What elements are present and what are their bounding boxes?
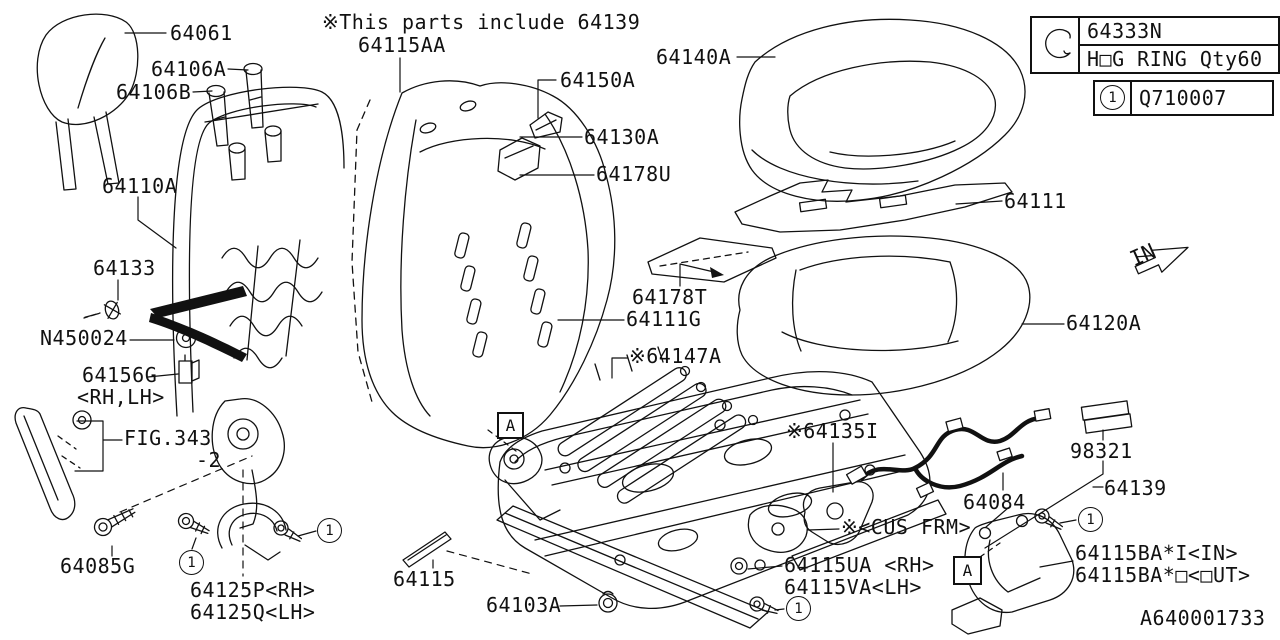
fastener-part-no: Q710007: [1139, 86, 1227, 110]
hog-ring-icon: [1045, 28, 1071, 59]
part-label-64178t: 64178T: [632, 285, 708, 309]
sheet-64178t-drawing: [647, 237, 777, 283]
leader-lines: [74, 32, 1104, 611]
part-label-64115ba-in: 64115BA*I<IN>: [1075, 541, 1239, 565]
hog-ring-icon-cell: [1032, 18, 1080, 72]
section-a-marker: A: [953, 556, 982, 585]
part-label-64085g: 64085G: [60, 554, 136, 578]
part-label-n450024: N450024: [40, 326, 128, 350]
connector-98321-drawing: [1080, 400, 1133, 434]
part-label-64125p: 64125P<RH>: [190, 578, 316, 602]
part-label-64120a: 64120A: [1066, 311, 1142, 335]
fastener-legend: Q710007: [1093, 80, 1274, 116]
fasteners-drawing: [83, 300, 1064, 615]
part-label-64106a: 64106A: [151, 57, 227, 81]
headrest-drawing: [36, 13, 139, 191]
bracket-64125-drawing: [177, 502, 303, 561]
part-label-98321: 98321: [1070, 439, 1133, 463]
fig-343-reference-suffix: -2: [196, 448, 222, 472]
cushion-cover-drawing: [739, 18, 1026, 202]
part-label-64135i: ※64135I: [786, 419, 879, 443]
part-label-64178u: 64178U: [596, 162, 672, 186]
part-label-64111g: 64111G: [626, 307, 702, 331]
part-label-64133: 64133: [93, 256, 156, 280]
section-a-marker: A: [497, 412, 524, 439]
part-label-64115aa: 64115AA: [358, 33, 446, 57]
wedge-pointer-64133: [149, 286, 247, 362]
part-label-64103a: 64103A: [486, 593, 562, 617]
headrest-guide-pins-drawing: [206, 62, 282, 181]
part-label-64115va: 64115VA<LH>: [784, 575, 922, 599]
part-label-64147a: ※64147A: [629, 344, 722, 368]
hog-ring-description: H□G RING Qty60: [1087, 47, 1263, 71]
part-label-64115ba-out: 64115BA*□<□UT>: [1075, 563, 1251, 587]
pad-sheet-64111-drawing: [734, 179, 1013, 233]
circled-1-marker: 1: [1100, 85, 1125, 110]
part-label-64140a: 64140A: [656, 45, 732, 69]
cushion-pad-drawing: [736, 235, 1031, 396]
part-label-64139: 64139: [1104, 476, 1167, 500]
drawing-number: A640001733: [1140, 606, 1266, 630]
part-label-64150a: 64150A: [560, 68, 636, 92]
part-label-64084: 64084: [963, 490, 1026, 514]
part-label-64115: 64115: [393, 567, 456, 591]
airbag-fig343-drawing: [14, 407, 92, 521]
spring-unit-drawing: [557, 346, 759, 504]
part-label-64130a: 64130A: [584, 125, 660, 149]
part-label-64061: 64061: [170, 21, 233, 45]
part-label-64111: 64111: [1004, 189, 1067, 213]
circled-1-marker: 1: [317, 518, 342, 543]
cus-frm-note: ※<CUS FRM>: [841, 515, 972, 539]
part-label-64106b: 64106B: [116, 80, 192, 104]
circled-1-marker: 1: [786, 596, 811, 621]
note-text: ※This parts include 64139: [322, 10, 641, 34]
part-label-64125q: 64125Q<LH>: [190, 600, 316, 624]
seatback-cover-drawing: [351, 80, 616, 449]
part-label-64156g: 64156G: [82, 363, 158, 387]
part-label-64115ua: 64115UA <RH>: [784, 553, 935, 577]
part-label-64156g-side: <RH,LH>: [77, 385, 165, 409]
in-direction-arrow-icon: [1134, 246, 1189, 275]
hog-ring-part-no: 64333N: [1080, 18, 1278, 46]
part-label-64110a: 64110A: [102, 174, 178, 198]
harness-drawing: [845, 400, 1133, 499]
fastener-marker-cell: [1095, 82, 1132, 114]
circled-1-marker: 1: [179, 550, 204, 575]
circled-1-marker: 1: [1078, 507, 1103, 532]
fig-343-reference: FIG.343: [124, 426, 212, 450]
hog-ring-legend: 64333N H□G RING Qty60: [1030, 16, 1280, 74]
